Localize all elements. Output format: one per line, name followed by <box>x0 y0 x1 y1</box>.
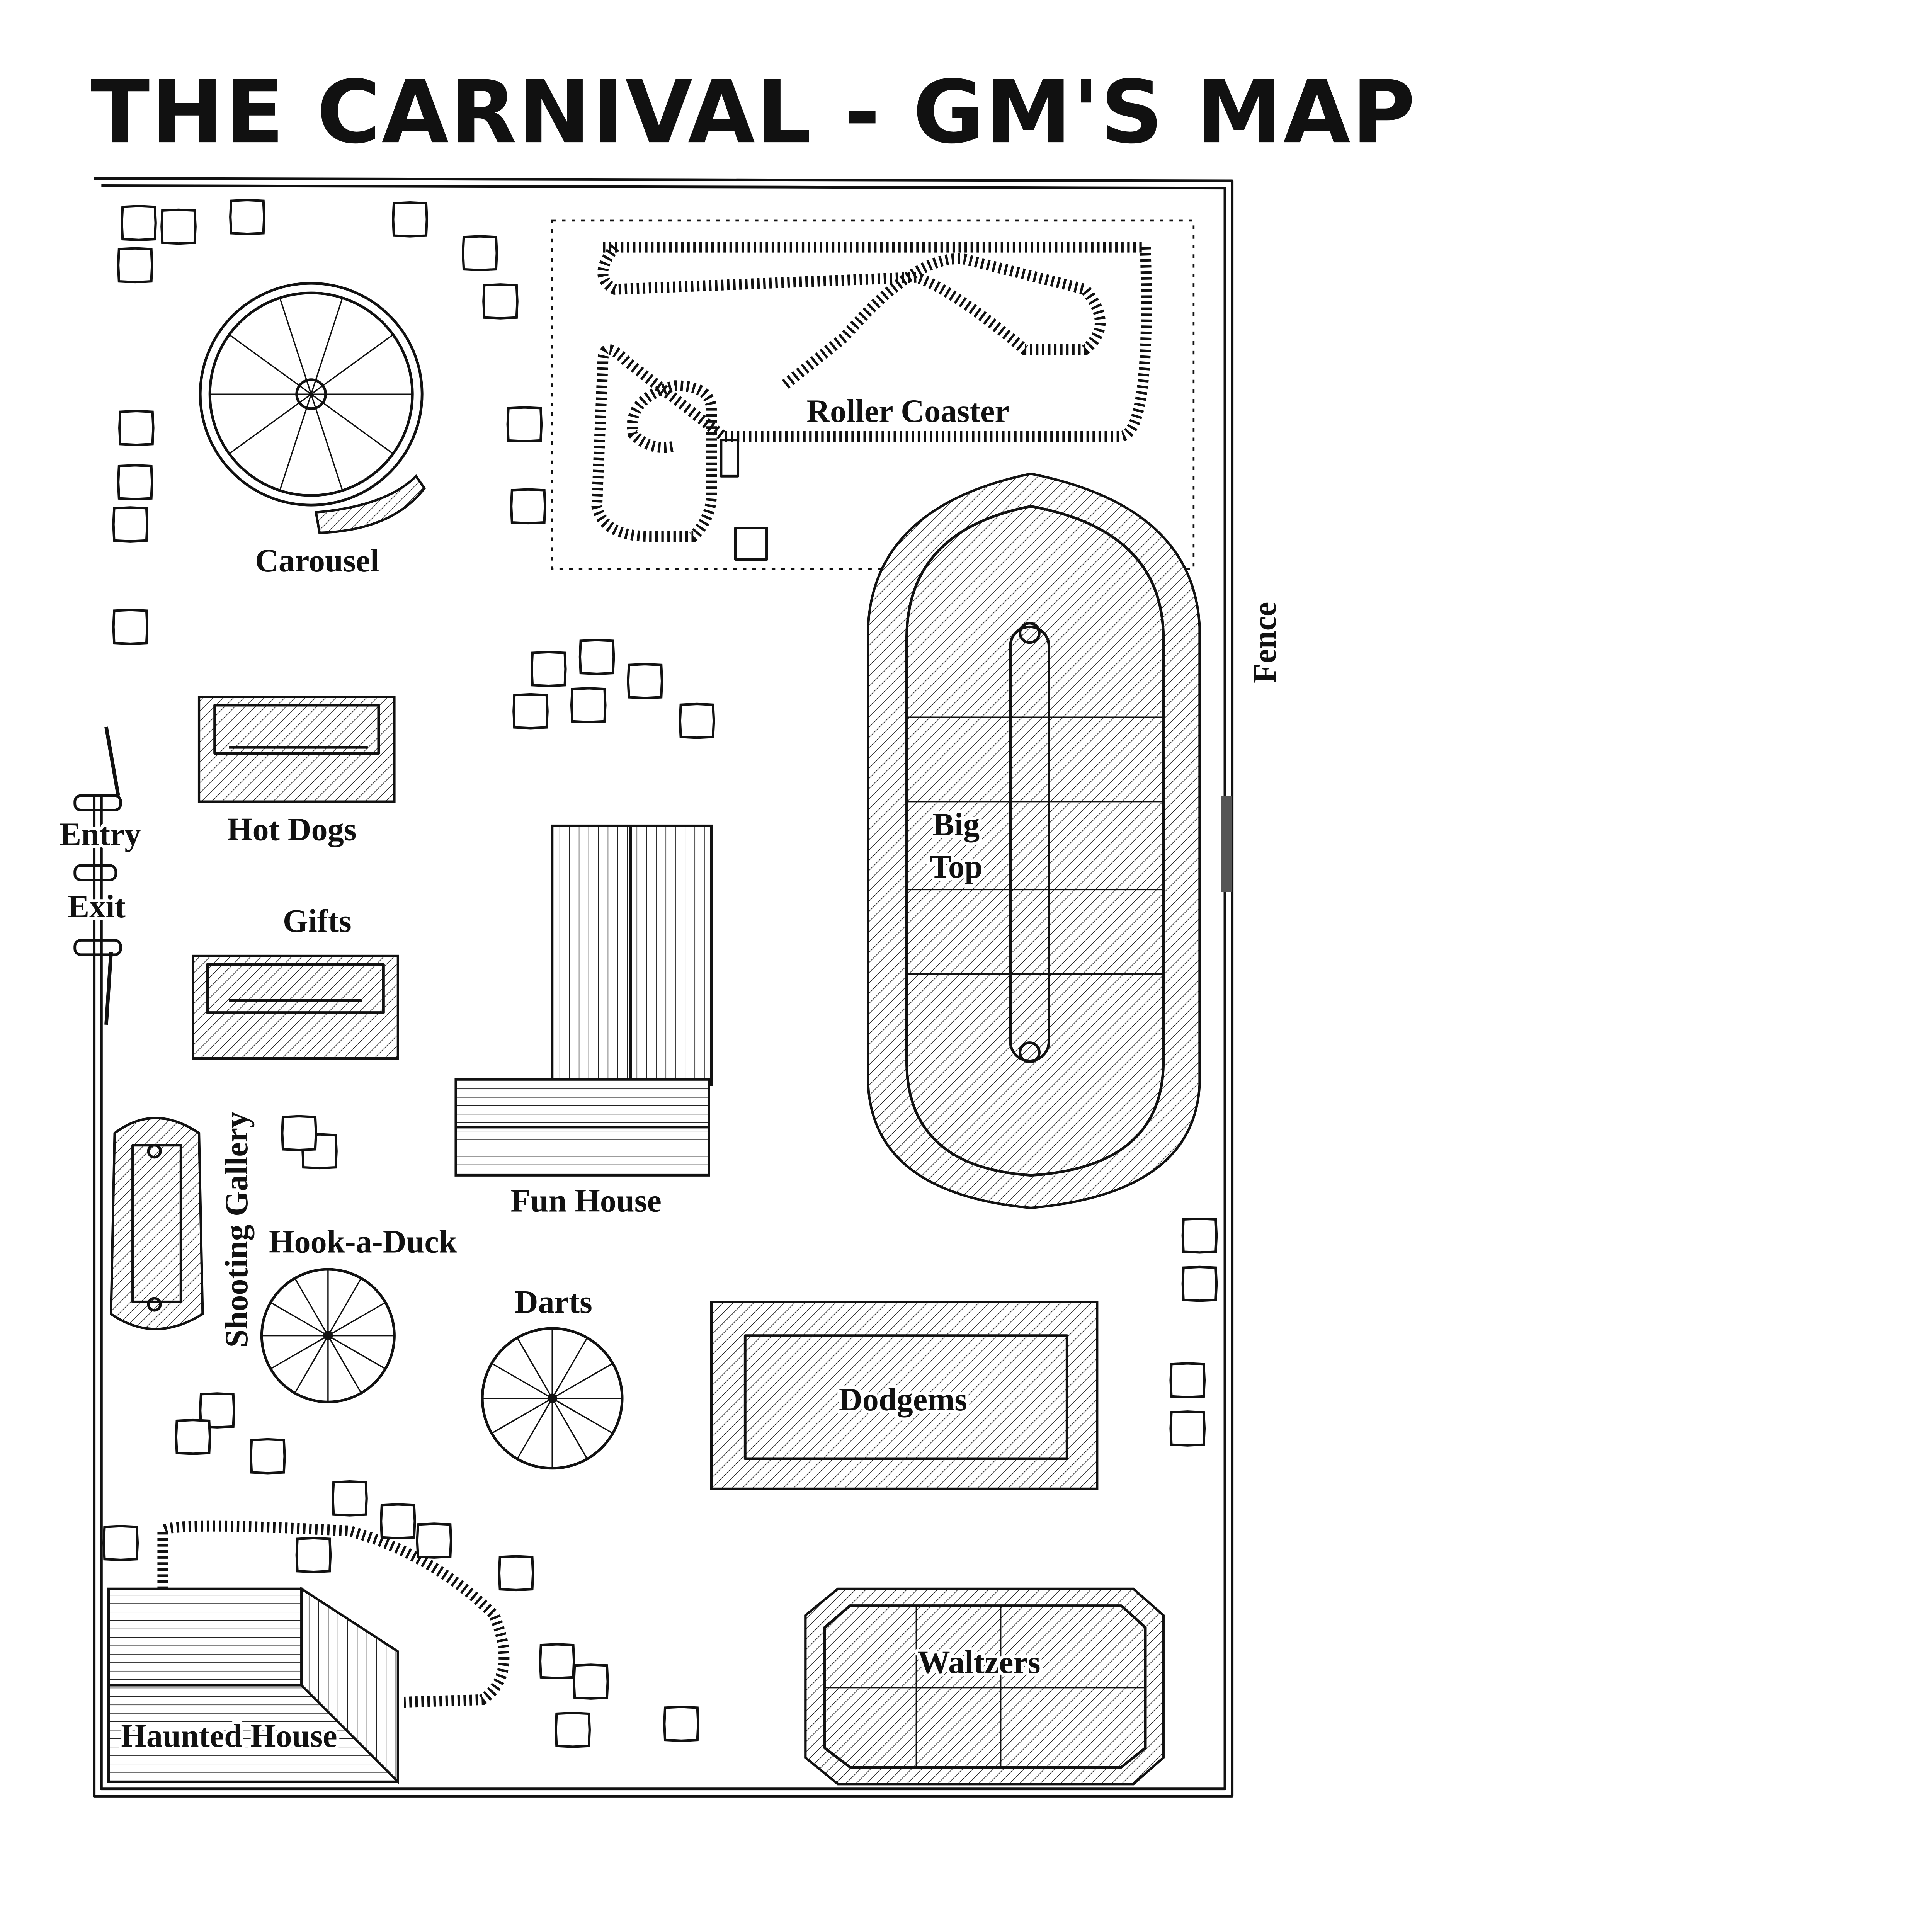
haunted-house[interactable] <box>107 1520 510 1785</box>
trees <box>102 199 1218 1748</box>
tree <box>392 201 428 238</box>
tree <box>530 651 567 687</box>
spoke <box>229 393 312 454</box>
label-haunted-house: Haunted House <box>121 1718 337 1754</box>
tree <box>295 1537 332 1573</box>
tree <box>117 464 153 500</box>
roller-coaster[interactable] <box>551 219 1195 570</box>
spoke <box>270 1335 328 1369</box>
spoke <box>279 298 312 395</box>
label-big-top-1: Big <box>932 807 980 843</box>
spoke <box>294 1335 329 1394</box>
tree <box>117 247 153 284</box>
tree <box>102 1525 139 1561</box>
tree <box>578 639 615 675</box>
dodgems[interactable] <box>710 1301 1099 1490</box>
tree <box>573 1663 609 1700</box>
entry-exit-vehicles <box>73 794 122 956</box>
spoke <box>517 1398 553 1459</box>
label-big-top-2: Top <box>930 849 983 885</box>
tree <box>539 1643 575 1679</box>
tree <box>512 693 549 730</box>
label-fun-house: Fun House <box>510 1183 662 1219</box>
spoke <box>328 1302 386 1337</box>
label-dodgems: Dodgems <box>839 1382 967 1418</box>
spoke <box>327 1335 362 1394</box>
tree <box>332 1480 368 1517</box>
tree <box>498 1555 534 1592</box>
spoke <box>270 1302 328 1337</box>
hook-a-duck-tent[interactable] <box>260 1268 396 1403</box>
spoke <box>491 1398 553 1434</box>
label-hot-dogs: Hot Dogs <box>227 811 357 847</box>
tree <box>663 1706 699 1742</box>
tree <box>462 235 498 271</box>
label-hook-a-duck: Hook-a-Duck <box>269 1224 457 1260</box>
tree <box>510 488 546 525</box>
spoke <box>311 393 394 454</box>
fence <box>93 177 1234 1798</box>
hot-dogs-stall[interactable] <box>197 696 396 803</box>
spoke <box>517 1337 553 1399</box>
spoke <box>552 1398 613 1434</box>
spoke <box>327 1278 362 1336</box>
spoke <box>551 1337 588 1399</box>
tree <box>229 199 265 235</box>
tree <box>118 410 155 446</box>
tree <box>416 1522 452 1559</box>
tree <box>160 208 197 245</box>
carnival-map: THE CARNIVAL - GM'S MAP <box>59 62 1416 1798</box>
label-carousel: Carousel <box>255 543 379 579</box>
spoke <box>310 394 343 491</box>
label-entry: Entry <box>60 816 141 852</box>
fence-gate <box>1221 796 1232 892</box>
tree <box>199 1392 235 1429</box>
spoke <box>551 1398 588 1459</box>
tree <box>121 205 157 241</box>
fun-house[interactable] <box>454 824 713 1177</box>
spoke <box>328 1335 386 1369</box>
spoke <box>311 334 394 395</box>
tree <box>1181 1265 1218 1302</box>
carousel[interactable] <box>199 282 426 534</box>
darts-tent[interactable] <box>481 1327 624 1470</box>
label-roller-coaster: Roller Coaster <box>806 393 1009 429</box>
tree <box>250 1438 286 1475</box>
spoke <box>491 1362 553 1399</box>
tree <box>1181 1217 1218 1254</box>
tree <box>506 406 543 442</box>
label-exit: Exit <box>68 889 126 925</box>
tree <box>175 1418 211 1455</box>
tree <box>112 609 149 645</box>
big-top[interactable] <box>867 472 1201 1209</box>
spoke <box>229 334 312 395</box>
label-darts: Darts <box>515 1284 592 1320</box>
spoke <box>552 1362 613 1399</box>
label-shooting-gallery: Shooting Gallery <box>219 1112 255 1348</box>
tree <box>570 687 607 723</box>
waltzers[interactable] <box>804 1587 1165 1786</box>
tree <box>1169 1362 1206 1398</box>
spoke <box>294 1278 329 1336</box>
tree <box>627 663 663 699</box>
tree <box>482 283 519 320</box>
label-fence: Fence <box>1247 602 1283 683</box>
tree <box>1169 1410 1206 1447</box>
shooting-gallery[interactable] <box>110 1117 204 1330</box>
spoke <box>310 298 343 395</box>
spoke <box>279 394 312 491</box>
tree <box>555 1712 591 1748</box>
tree <box>281 1115 317 1151</box>
gifts-stall[interactable] <box>192 954 399 1060</box>
label-gifts: Gifts <box>283 903 352 939</box>
tree <box>380 1503 416 1539</box>
tree <box>112 506 149 543</box>
tree <box>679 702 715 739</box>
label-waltzers: Waltzers <box>918 1645 1041 1680</box>
map-title: THE CARNIVAL - GM'S MAP <box>90 62 1416 163</box>
